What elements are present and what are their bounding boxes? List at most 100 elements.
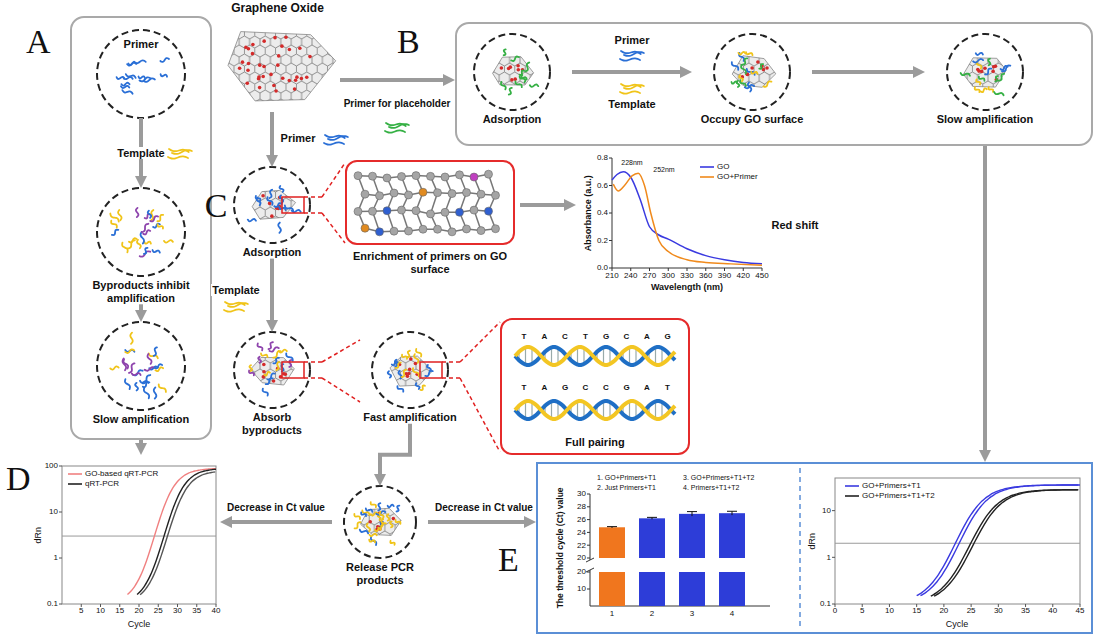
tick-mark xyxy=(743,268,744,271)
tick-label: 28 xyxy=(577,502,586,511)
tick-mark xyxy=(832,557,835,558)
base-letter: T xyxy=(665,383,670,392)
dna-strand xyxy=(979,77,985,81)
dna-strand xyxy=(269,190,272,198)
axis-title: dRn xyxy=(807,533,817,550)
zoom-box: Full pairing xyxy=(500,318,690,455)
dna-strand xyxy=(520,70,525,75)
dna-strand xyxy=(977,62,982,69)
dna-strand xyxy=(125,349,134,353)
oxygen-atom xyxy=(261,75,265,79)
arrow-label: Primer for placeholder xyxy=(342,98,452,110)
axis-break xyxy=(586,558,594,562)
tick-label: 5 xyxy=(860,606,864,615)
oxygen-atom xyxy=(257,75,261,79)
arrow-label: Template xyxy=(211,284,260,297)
legend-line xyxy=(68,473,82,475)
dna-strand xyxy=(385,130,405,132)
tick-mark xyxy=(832,510,835,511)
base-letter: G xyxy=(664,332,670,341)
oxygen-atom xyxy=(977,69,981,73)
dna-strand xyxy=(504,49,506,55)
dna-strand xyxy=(366,508,372,512)
dna-strand xyxy=(1001,66,1008,70)
atom xyxy=(463,189,471,197)
oxygen-atom xyxy=(270,214,274,218)
dna-strand xyxy=(743,58,748,64)
graphene-lattice xyxy=(963,58,1006,87)
base-pair xyxy=(551,347,552,364)
dna-strand xyxy=(292,210,301,212)
dna-strand xyxy=(153,250,160,253)
dna-strand xyxy=(228,303,248,307)
atom xyxy=(448,190,456,198)
axis-title: Cycle xyxy=(128,619,151,629)
tick-mark xyxy=(612,268,613,271)
oxygen-atom xyxy=(765,66,769,70)
tick-label: 30 xyxy=(173,606,182,615)
dna-strand xyxy=(360,530,368,534)
atom xyxy=(434,225,442,233)
tick-label: 25 xyxy=(154,606,163,615)
oxygen-atom xyxy=(408,368,412,372)
dna-strand xyxy=(624,85,644,89)
bar xyxy=(679,572,705,606)
graphene-sheet xyxy=(252,190,295,219)
oxygen-atom xyxy=(414,362,418,366)
error-bar xyxy=(732,511,733,515)
dna-strand xyxy=(745,85,754,88)
panel-letter: A xyxy=(26,22,51,61)
zoom-line xyxy=(460,322,500,362)
sample-circle: Slow amplification xyxy=(85,322,197,426)
zoom-mark xyxy=(282,197,304,213)
oxygen-atom xyxy=(392,517,396,521)
threshold-line xyxy=(62,536,216,537)
oxygen-atom xyxy=(247,62,251,66)
graphene-lattice xyxy=(390,356,433,386)
dna-strand xyxy=(161,74,167,76)
tick-label: 22 xyxy=(577,541,586,550)
sample-circle: Release PCR products xyxy=(332,486,428,586)
amplification-curve xyxy=(934,490,1078,596)
tick-mark xyxy=(587,572,590,573)
tick-mark xyxy=(762,268,763,271)
base-letter: A xyxy=(644,383,650,392)
graphene-lattice xyxy=(361,508,402,535)
oxygen-atom xyxy=(284,372,288,376)
dna-strand xyxy=(369,540,375,543)
bar xyxy=(719,513,745,558)
tick-label: 0.0 xyxy=(597,263,608,272)
dna-strand xyxy=(268,342,272,349)
error-bar xyxy=(607,526,617,527)
oxygen-atom xyxy=(258,86,262,90)
sample-circle: Adsorption xyxy=(452,34,572,126)
dna-strand xyxy=(961,73,970,76)
oxygen-atom xyxy=(287,79,291,83)
dna-strand xyxy=(121,83,129,86)
panel-letter: E xyxy=(498,540,519,579)
graphene-lattice xyxy=(493,57,534,85)
legend-text: GO+Primer xyxy=(717,172,758,181)
dna-strand xyxy=(530,84,538,86)
tick-label: 20 xyxy=(577,567,586,576)
dna-strand xyxy=(525,63,529,72)
zoom-line xyxy=(322,378,360,402)
atom xyxy=(361,190,369,198)
flow-arrow xyxy=(228,520,332,524)
graphene-lattice xyxy=(732,56,776,88)
base-letter: C xyxy=(603,383,609,392)
tick-label: 30 xyxy=(994,606,1003,615)
absorbance-curve xyxy=(612,172,762,264)
dna-strand xyxy=(148,354,152,364)
flow-arrow xyxy=(572,70,684,74)
dna-strand xyxy=(402,355,407,359)
flow-arrow xyxy=(812,70,917,74)
tick-label: 330 xyxy=(680,271,693,280)
oxygen-atom xyxy=(368,520,372,524)
reagent-label: Primer xyxy=(615,34,650,47)
atom xyxy=(354,207,362,215)
legend-line xyxy=(700,176,714,178)
sample-ring xyxy=(344,486,416,558)
tick-label: 1 xyxy=(827,553,831,562)
tick-label: 2 xyxy=(650,609,654,618)
